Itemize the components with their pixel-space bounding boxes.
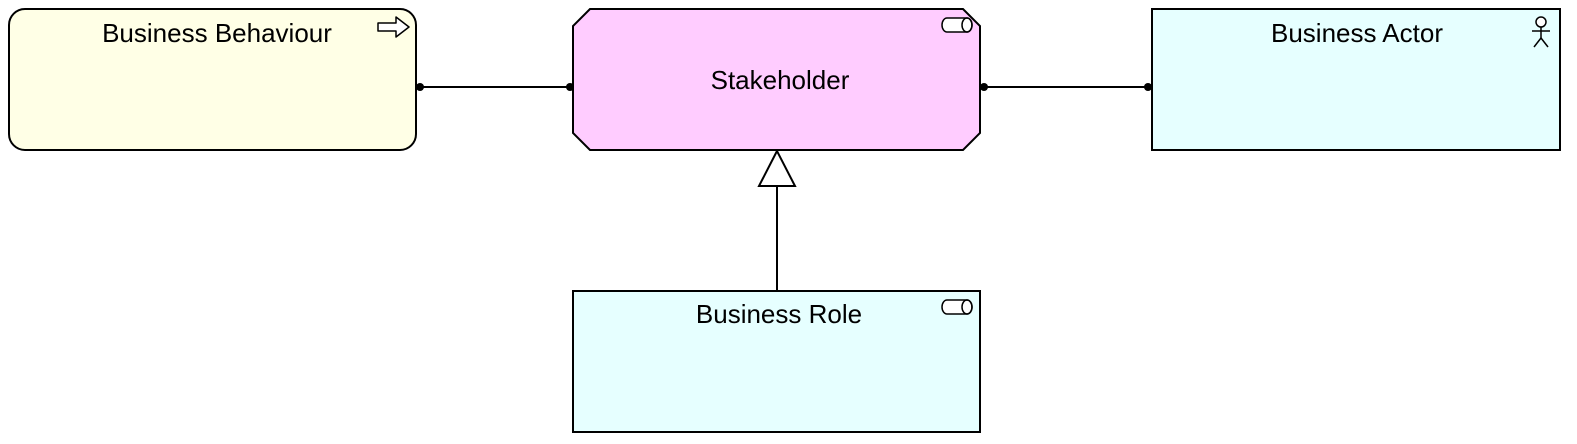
node-business-role[interactable]: Business Role	[572, 290, 981, 433]
node-shape	[572, 290, 981, 433]
connections	[416, 83, 1152, 291]
node-label: Business Role	[696, 299, 862, 329]
node-stakeholder[interactable]: Stakeholder	[572, 8, 981, 151]
node-business-actor[interactable]: Business Actor	[1151, 8, 1561, 151]
node-label: Stakeholder	[711, 65, 850, 95]
node-shape	[8, 8, 417, 151]
association-end-dot	[980, 83, 988, 91]
process-arrow-icon	[377, 16, 410, 38]
node-shape	[1151, 8, 1561, 151]
role-cylinder-icon	[941, 17, 973, 33]
node-business-behaviour[interactable]: Business Behaviour	[8, 8, 417, 151]
node-label: Business Behaviour	[102, 18, 332, 48]
node-label: Business Actor	[1271, 18, 1443, 48]
node-shape	[572, 8, 981, 151]
specialization-arrowhead	[757, 148, 797, 187]
actor-stick-figure-icon	[1532, 16, 1550, 48]
role-cylinder-icon	[941, 299, 973, 315]
association-end-dot	[1144, 83, 1152, 91]
association-end-dot	[416, 83, 424, 91]
